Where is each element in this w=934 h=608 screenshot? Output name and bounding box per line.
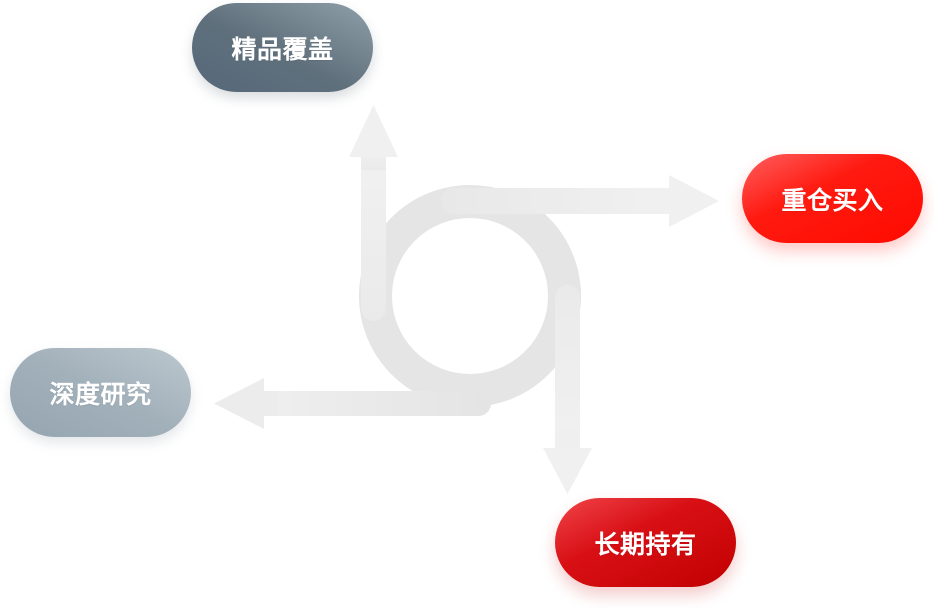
arrow-down-icon [543, 285, 592, 494]
node-pill-left[interactable]: 深度研究 [10, 348, 191, 437]
arrow-left-icon [214, 378, 491, 429]
node-label-top: 精品覆盖 [231, 34, 334, 64]
arrow-right-icon [441, 175, 719, 227]
node-pill-right[interactable]: 重仓买入 [742, 154, 923, 243]
node-pill-bottom[interactable]: 长期持有 [555, 498, 736, 587]
node-label-bottom: 长期持有 [594, 529, 697, 559]
node-label-left: 深度研究 [49, 379, 152, 409]
node-pill-top[interactable]: 精品覆盖 [192, 3, 373, 92]
center-ring-icon [359, 185, 581, 407]
arrow-up-icon [349, 105, 398, 321]
node-label-right: 重仓买入 [781, 185, 884, 215]
